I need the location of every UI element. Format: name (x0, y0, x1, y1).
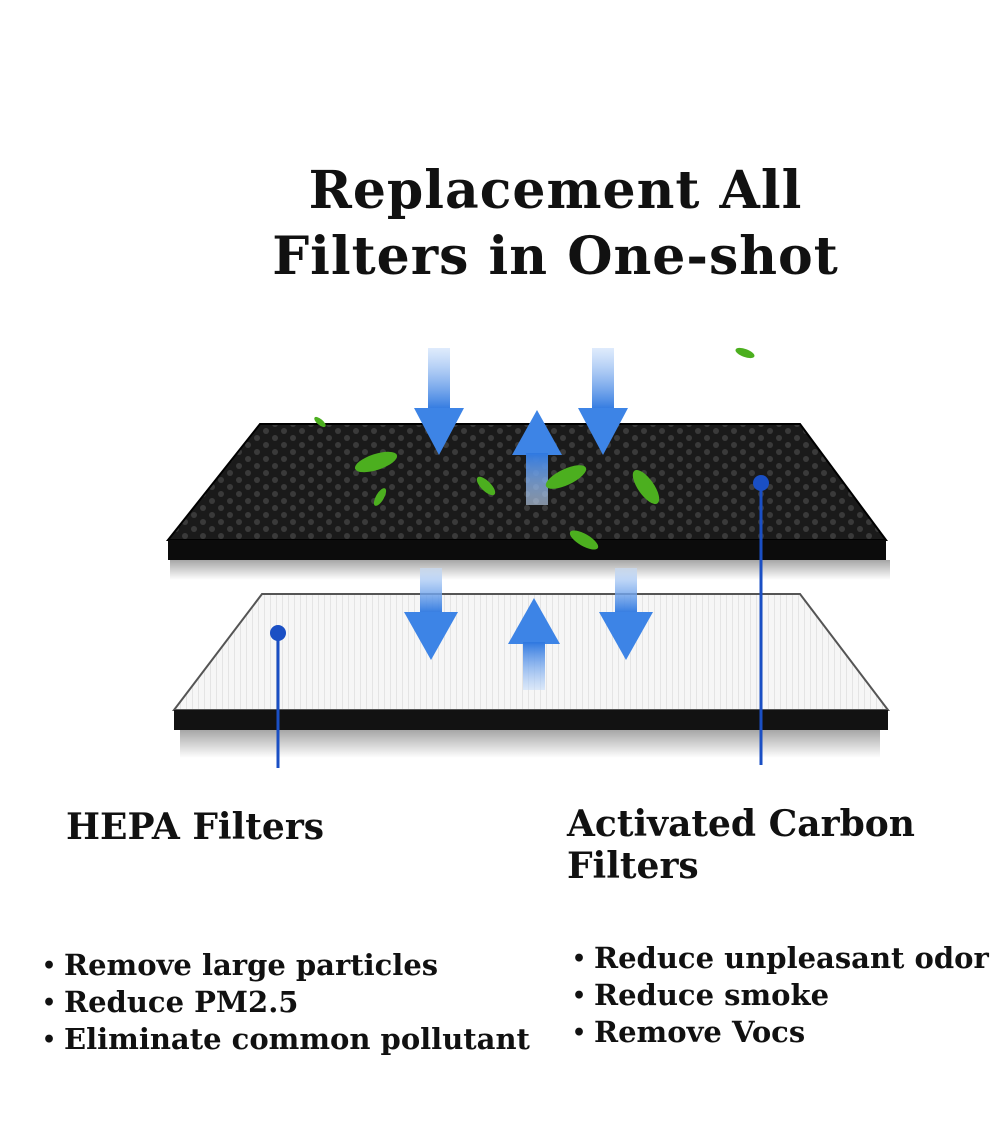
list-item: •Reduce unpleasant odor (572, 941, 989, 975)
carbon-label-line-1: Activated Carbon (567, 803, 915, 845)
bullet-icon: • (572, 1020, 587, 1046)
leaf-icon (314, 347, 755, 550)
bullet-icon: • (42, 990, 57, 1016)
page-title: Replacement All Filters in One-shot (0, 158, 1001, 290)
carbon-benefits-list: •Reduce unpleasant odor •Reduce smoke •R… (572, 940, 989, 1051)
down-arrow-icon (414, 348, 464, 455)
down-arrow-icon (578, 348, 628, 455)
bullet-icon: • (572, 983, 587, 1009)
list-item: •Reduce smoke (572, 978, 830, 1012)
down-arrow-icon (404, 568, 458, 660)
title-line-1: Replacement All (308, 160, 803, 221)
bullet-icon: • (42, 953, 57, 979)
hepa-filters-label: HEPA Filters (66, 806, 325, 848)
list-item: •Remove Vocs (572, 1015, 806, 1049)
title-line-2: Filters in One-shot (272, 226, 839, 287)
hepa-pointer (270, 625, 286, 768)
carbon-pointer (753, 475, 769, 765)
up-arrow-icon (508, 598, 560, 690)
hepa-benefits-list: •Remove large particles •Reduce PM2.5 •E… (42, 947, 530, 1058)
carbon-filters-label: Activated Carbon Filters (567, 803, 987, 887)
bullet-icon: • (42, 1027, 57, 1053)
bullet-icon: • (572, 946, 587, 972)
carbon-label-line-2: Filters (567, 845, 699, 887)
list-item: •Eliminate common pollutant (42, 1022, 530, 1056)
up-arrow-icon (512, 410, 562, 505)
list-item: •Reduce PM2.5 (42, 985, 299, 1019)
list-item: •Remove large particles (42, 948, 439, 982)
down-arrow-icon (599, 568, 653, 660)
